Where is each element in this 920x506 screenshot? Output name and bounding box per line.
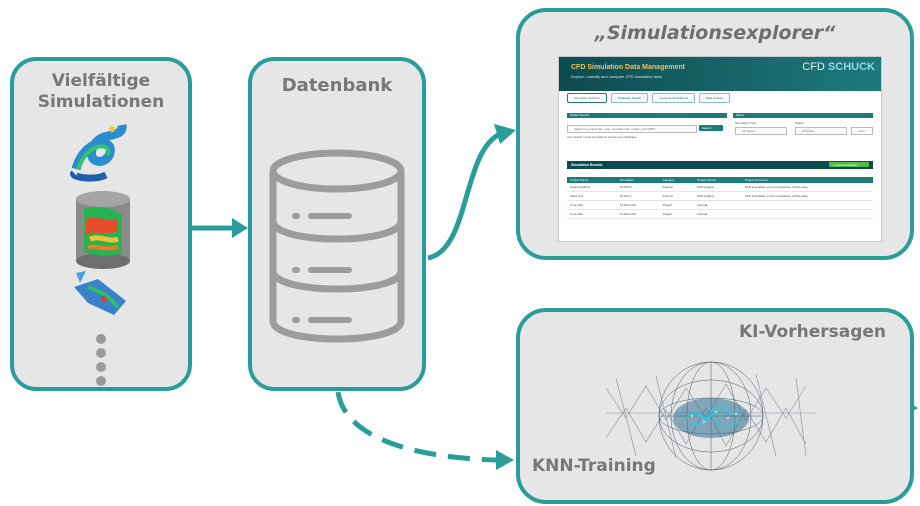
results-header: Simulation Results + Load Simulations [567,161,873,169]
cell: CFD Analyst [694,191,742,201]
cell: Project [659,209,695,219]
filter-section-label: Filters [736,113,745,117]
cell: SI-103-COU [616,200,660,210]
cell: Internal [659,183,695,192]
curved-arrow [427,124,516,261]
filter-label-type: Simulation Type [735,121,757,125]
tab-data-upload[interactable]: Data Upload [698,93,730,103]
tab-database-search[interactable]: Database Search [611,93,649,103]
cell: SI-109-V [616,183,660,192]
filter-section-header: Filters [733,113,873,118]
cell: Internal [659,191,695,201]
load-simulations-label: + Load Simulations [832,162,858,167]
cell: Project [659,200,695,210]
ki-panel: KI-Vorhersagen KNN-Training [516,308,914,504]
filter-apply-button[interactable]: Apply [851,127,873,135]
search-section-label: Global Search [570,113,590,117]
column-header: Project Name [567,177,617,183]
filter-status-select[interactable]: All Status [795,127,847,135]
dashed-arrow-icon [335,391,514,470]
column-header: Simulation [616,177,660,183]
explorer-title: „Simulationsexplorer“ [594,22,836,44]
cell: Internal [694,209,742,219]
table-row[interactable]: Conn Sim SI-104-COU Project Internal [567,209,873,219]
column-header: Category [659,177,695,183]
cell: CFD simulation run for comparison of flo… [741,183,873,192]
results-table: Project Name Simulation Category Project… [567,177,873,219]
table-row[interactable]: Conn Sim SI-103-COU Project Internal [567,200,873,210]
knn-training-title: KNN-Training [532,456,656,476]
simulations-title: Vielfältige Simulationen [14,71,188,113]
database-title: Datenbank [281,75,393,96]
app-subtitle: Explore, classify and compare CFD simula… [571,74,662,79]
pipe-simulation-image [70,124,127,182]
cell: Cube Positions [567,183,617,192]
cell [741,209,873,219]
brand-name: SCHUCK [827,61,875,73]
database-panel: Datenbank [248,57,426,391]
filter-type-value: All Types [742,129,755,133]
simulation-thumbnails [70,124,130,386]
column-header: Project Comment [741,177,873,183]
search-input[interactable]: Search by project title, user, simulatio… [567,125,697,133]
app-tabs: Simulation Explorer Database Search Comp… [567,93,730,103]
simulations-panel: Vielfältige Simulationen [10,57,192,391]
title-line-1: Vielfältige [51,71,151,91]
cell: CFD simulation run for comparison of flo… [741,191,873,201]
manifold-simulation-image [74,271,126,315]
table-row[interactable]: Valve 1x1 SI-102-V Internal CFD Analyst … [567,191,873,201]
explorer-panel: „Simulationsexplorer“ CFD Simulation Dat… [516,8,914,260]
search-button-label: Search [702,126,712,130]
cell: SI-102-V [616,191,660,201]
table-row[interactable]: Cube Positions SI-109-V Internal CFD Ana… [567,183,873,192]
ki-predictions-title: KI-Vorhersagen [738,322,886,342]
column-header: Project Owner [694,177,742,183]
cylinder-simulation-image [76,191,130,269]
app-title: CFD Simulation Data Management [571,64,685,71]
search-hint: Use search to find simulations across yo… [567,135,637,139]
search-placeholder: Search by project title, user, simulatio… [574,127,656,131]
filter-label-status: Status [795,121,804,125]
results-title: Simulation Results [571,163,603,167]
database-icon [269,149,405,343]
cell: Conn Sim [567,200,617,210]
filter-type-select[interactable]: All Types [735,127,787,135]
cell: Valve 1x1 [567,191,617,201]
cell: Conn Sim [567,209,617,219]
load-simulations-button[interactable]: + Load Simulations [829,162,869,167]
app-screenshot: CFD Simulation Data Management Explore, … [558,56,882,242]
neural-network-graphic [606,361,816,471]
brand-prefix: CFD [802,61,825,73]
cell: SI-104-COU [616,209,660,219]
filter-status-value: All Status [802,129,815,133]
tab-compare-simulations[interactable]: Compare Simulations [652,93,695,103]
app-brand: CFD SCHUCK [802,61,875,73]
cell: CFD Analyst [694,183,742,192]
app-header: CFD Simulation Data Management Explore, … [559,57,881,91]
cell [741,200,873,210]
search-section-header: Global Search [567,113,727,118]
search-button[interactable]: Search [699,125,723,131]
results-header-row: Project Name Simulation Category Project… [567,177,873,183]
vertical-ellipsis-icon [96,334,106,386]
tab-simulation-explorer[interactable]: Simulation Explorer [567,93,608,103]
arrow-right-icon [192,218,248,238]
title-line-2: Simulationen [37,92,165,112]
filter-apply-label: Apply [858,129,866,133]
cell: Internal [694,200,742,210]
